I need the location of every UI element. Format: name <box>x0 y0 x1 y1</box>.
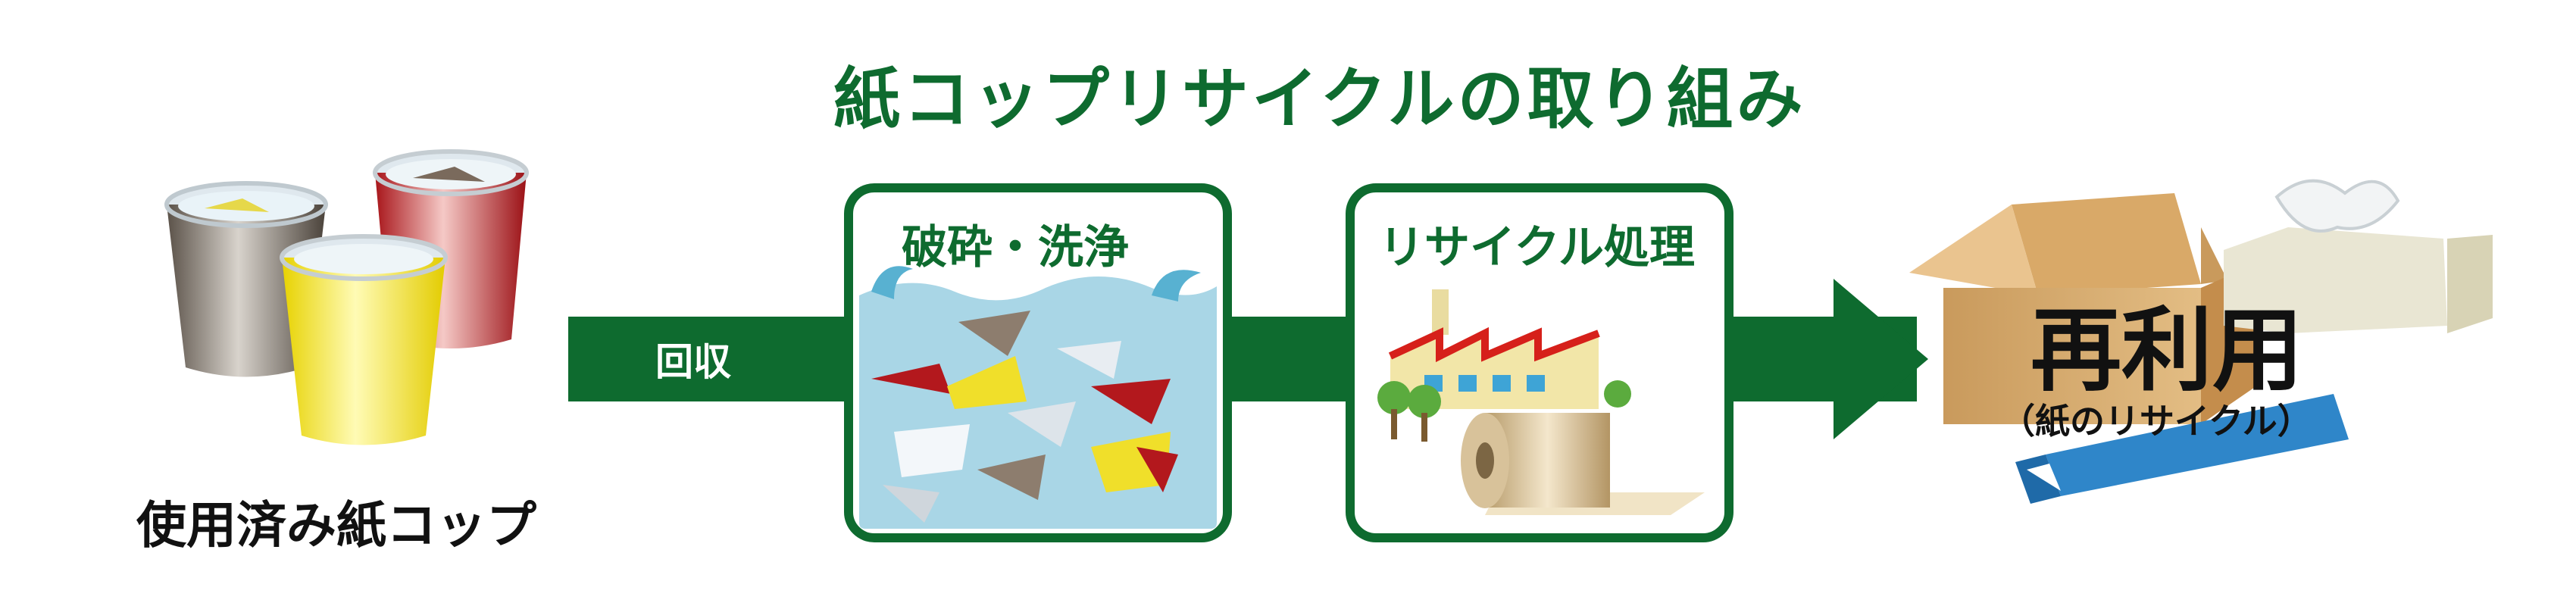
flow-arrow-head <box>1834 279 1928 439</box>
water-splash-left <box>871 266 913 299</box>
wash-title: 破砕・洗浄 <box>902 221 1129 274</box>
collect-label: 回収 <box>655 340 731 384</box>
used-cups-label: 使用済み紙コップ <box>136 496 536 554</box>
paper-cups-icon <box>164 149 529 445</box>
recycled-paper-products-icon <box>1909 179 2493 504</box>
water-splash-right <box>1152 270 1201 301</box>
reuse-sublabel: （紙のリサイクル） <box>2000 401 2312 442</box>
shredded-paper-in-water-icon <box>871 311 1178 523</box>
recycle-title: リサイクル処理 <box>1379 221 1695 274</box>
diagram-title: 紙コップリサイクルの取り組み <box>833 60 1806 138</box>
wash-panel <box>844 183 1232 542</box>
factory-and-paper-roll-icon <box>1377 289 1705 515</box>
recycle-panel <box>1346 183 1733 542</box>
reuse-label: 再利用 <box>2030 298 2303 404</box>
